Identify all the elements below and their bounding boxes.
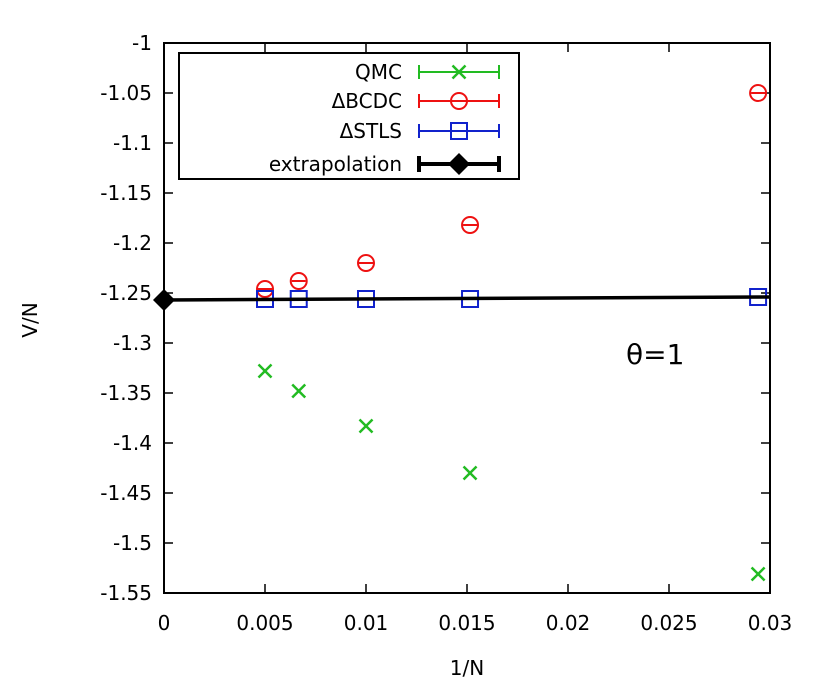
x-tick-label: 0.025 xyxy=(640,611,697,635)
data-point-qmc xyxy=(462,465,478,481)
x-tick-label: 0.02 xyxy=(546,611,591,635)
y-tick-label: -1.05 xyxy=(100,81,152,105)
x-tick-label: 0 xyxy=(158,611,171,635)
plot-data xyxy=(153,84,771,582)
legend-label-stls: ΔSTLS xyxy=(340,119,402,143)
legend-label-bcdc: ΔBCDC xyxy=(332,89,402,113)
legend-marker-qmc-stroke-b xyxy=(451,64,467,80)
marker-qmc-stroke-b xyxy=(462,465,478,481)
data-point-qmc xyxy=(291,383,307,399)
marker-qmc-stroke-b xyxy=(358,418,374,434)
data-point-qmc xyxy=(750,566,766,582)
y-tick-label: -1.1 xyxy=(113,131,152,155)
data-point-bcdc xyxy=(749,84,768,102)
y-tick-label: -1.4 xyxy=(113,431,152,455)
marker-bcdc-ring xyxy=(289,272,308,290)
y-tick-label: -1.35 xyxy=(100,381,152,405)
y-tick-label: -1 xyxy=(132,31,152,55)
marker-qmc-stroke-b xyxy=(750,566,766,582)
marker-bcdc-ring xyxy=(749,84,768,102)
legend-marker-bcdc-ring xyxy=(450,92,468,110)
marker-bcdc-ring xyxy=(357,254,375,272)
x-tick-label: 0.03 xyxy=(748,611,793,635)
marker-bcdc-ring xyxy=(461,216,480,234)
x-tick-label: 0.01 xyxy=(344,611,389,635)
legend: QMC ΔBCDC ΔSTLS extrapolation xyxy=(178,52,520,180)
y-tick-label: -1.2 xyxy=(113,231,152,255)
data-point-bcdc xyxy=(289,272,308,290)
y-tick-label: -1.3 xyxy=(113,331,152,355)
data-point-qmc xyxy=(257,363,273,379)
marker-qmc-stroke-b xyxy=(291,383,307,399)
legend-label-qmc: QMC xyxy=(355,60,402,84)
data-point-bcdc xyxy=(256,280,274,298)
plot-frame xyxy=(163,42,771,594)
y-tick-label: -1.5 xyxy=(113,531,152,555)
data-point-qmc xyxy=(358,418,374,434)
y-axis-title: V/N xyxy=(18,302,42,337)
x-axis-title: 1/N xyxy=(450,656,484,680)
marker-bcdc-ring xyxy=(256,280,274,298)
legend-label-extrapolation: extrapolation xyxy=(269,152,402,176)
extrapolation-line xyxy=(163,295,771,302)
y-tick-label: -1.15 xyxy=(100,181,152,205)
data-point-bcdc xyxy=(357,254,375,272)
legend-marker-stls-box xyxy=(450,122,468,140)
theta-annotation: θ=1 xyxy=(626,338,684,371)
y-tick-label: -1.45 xyxy=(100,481,152,505)
legend-marker-extrapolation-shape xyxy=(448,153,470,175)
series-qmc xyxy=(257,363,766,582)
x-tick-label: 0.005 xyxy=(236,611,293,635)
axis-ticks: 0 0.005 0.01 0.015 0.02 0.025 0.03 -1 -1.05 -1.1 -… xyxy=(100,31,792,635)
x-tick-label: 0.015 xyxy=(438,611,495,635)
marker-qmc-stroke-b xyxy=(257,363,273,379)
series-bcdc xyxy=(256,84,768,298)
y-tick-label: -1.55 xyxy=(100,581,152,605)
y-tick-label: -1.25 xyxy=(100,281,152,305)
data-point-bcdc xyxy=(461,216,480,234)
